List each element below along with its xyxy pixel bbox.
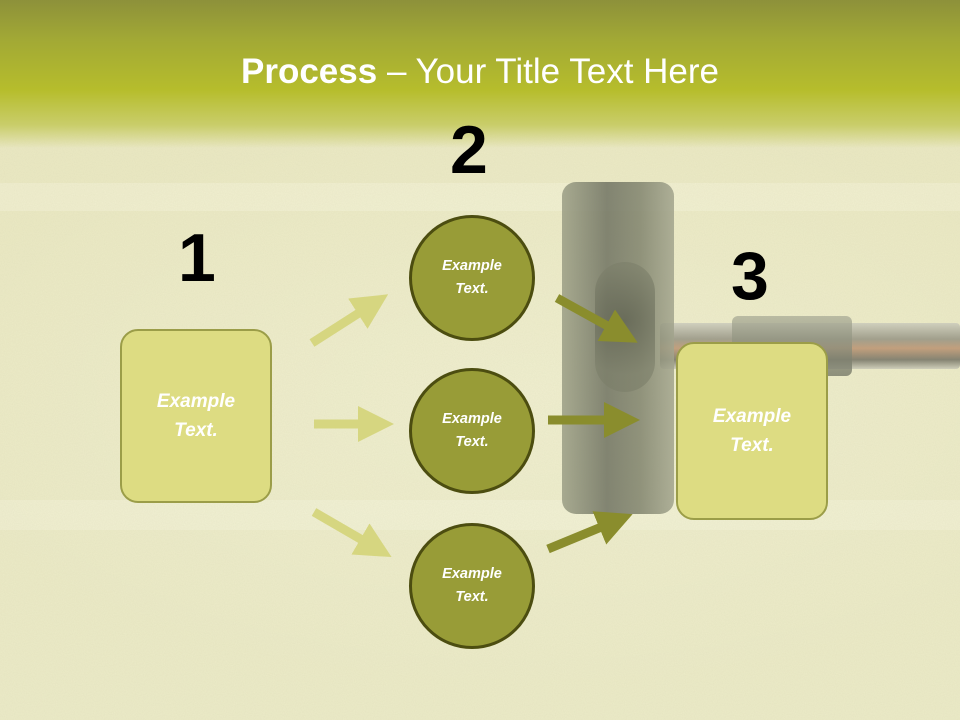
slide-title: Process – Your Title Text Here xyxy=(0,52,960,92)
arrow-down-right xyxy=(311,508,392,558)
header-band xyxy=(0,0,960,148)
step-number-1: 1 xyxy=(178,220,216,296)
step-box-3: Example Text. xyxy=(676,342,828,520)
step-number-3: 3 xyxy=(731,238,769,314)
step-box-3-text: Example Text. xyxy=(712,406,792,456)
circle-3-text: Example Text. xyxy=(442,566,502,605)
circle-1-text: Example Text. xyxy=(442,258,502,297)
arrow-up-right xyxy=(546,511,633,554)
title-rest: – Your Title Text Here xyxy=(377,52,719,91)
step-box-1: Example Text. xyxy=(120,329,272,503)
arrow-down-right xyxy=(554,294,638,343)
circle-1: Example Text. xyxy=(409,215,535,341)
circle-2-text: Example Text. xyxy=(442,411,502,450)
step-box-1-text: Example Text. xyxy=(156,391,236,441)
title-bold: Process xyxy=(241,52,378,91)
step-number-2: 2 xyxy=(450,112,488,188)
circle-3: Example Text. xyxy=(409,523,535,649)
circle-2: Example Text. xyxy=(409,368,535,494)
arrow-up-right xyxy=(309,294,389,347)
